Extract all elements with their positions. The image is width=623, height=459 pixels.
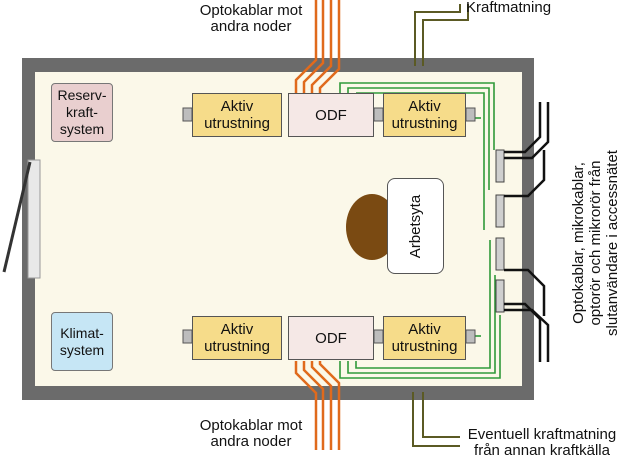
internal-cabling [339, 82, 501, 379]
reserve-power-system: Reserv- kraft- system [51, 83, 113, 142]
odf-bottom: ODF [288, 316, 374, 360]
active-equipment-bottom-right: Aktiv utrustning [383, 316, 466, 360]
equipment-end-caps [182, 107, 476, 344]
power-cable-top [414, 4, 469, 66]
active-equipment-top-left: Aktiv utrustning [192, 93, 282, 137]
fiber-cables-top [294, 0, 341, 93]
access-cables [504, 102, 550, 362]
door-leaf [2, 161, 32, 273]
power-label-top: Kraftmatning [466, 0, 552, 16]
workspace-desk: Arbetsyta [387, 178, 444, 274]
fiber-label-bottom: Optokablar mot andra noder [199, 417, 303, 450]
door-opening [27, 159, 41, 279]
power-label-bottom: Eventuell kraftmatning från annan kraftk… [467, 426, 617, 459]
workspace-table [346, 194, 398, 260]
climate-system: Klimat- system [51, 312, 113, 371]
active-equipment-bottom-left: Aktiv utrustning [192, 316, 282, 360]
workspace-label: Arbetsyta [407, 194, 424, 258]
power-cable-bottom [412, 392, 460, 447]
odf-top: ODF [288, 93, 374, 137]
fiber-label-top: Optokablar mot andra noder [199, 2, 303, 35]
wall-entry-ports [495, 149, 505, 313]
fiber-cables-bottom [294, 361, 341, 450]
access-cables-label: Optokablar, mikrokablar, optorör och mik… [570, 150, 621, 336]
active-equipment-top-right: Aktiv utrustning [383, 93, 466, 137]
